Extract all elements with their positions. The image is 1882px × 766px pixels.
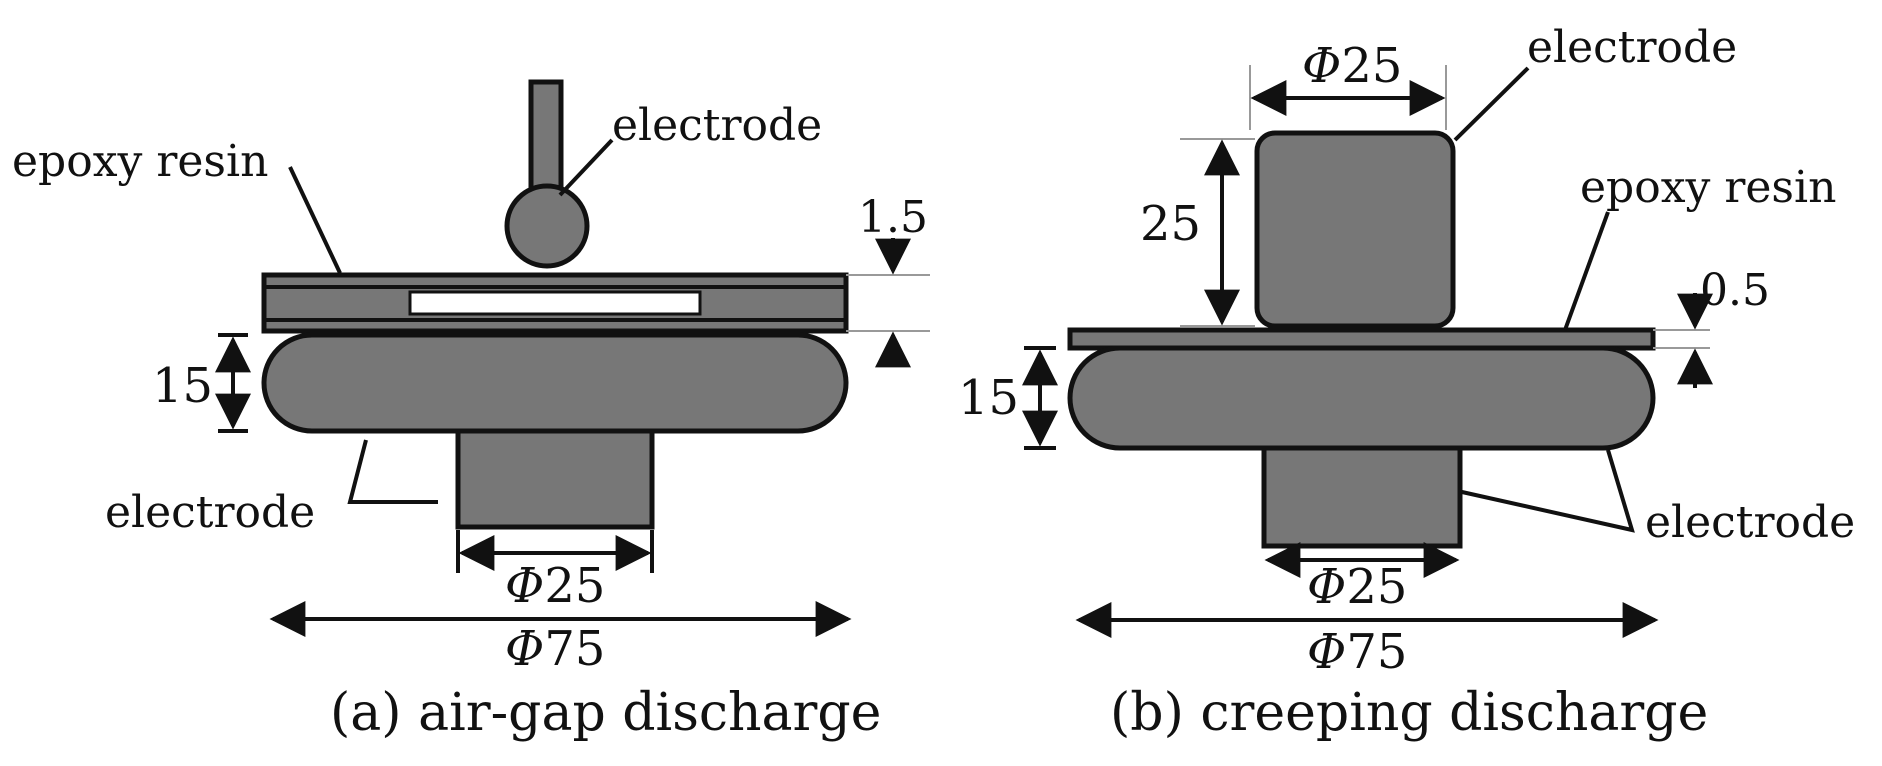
leader-electrode-top-a [558, 138, 614, 197]
leader-electrode-bottom-a [347, 439, 438, 504]
ball-electrode-a [504, 183, 590, 269]
dim-label-top-width-b: Φ25 [1302, 38, 1402, 94]
epoxy-plate-a [261, 272, 849, 334]
air-gap-a [408, 290, 702, 316]
caption-b: (b) creeping discharge [1110, 683, 1708, 743]
dim-label-height-a: 15 [152, 358, 213, 414]
stem-electrode-a [455, 428, 655, 530]
label-epoxy-a: epoxy resin [12, 136, 268, 187]
dim-label-height-b: 15 [958, 370, 1019, 426]
rod-electrode-a [528, 79, 564, 195]
epoxy-sheet-b [1067, 327, 1656, 351]
leader-electrode-bottom-b [1461, 449, 1635, 533]
dim-label-large-b: Φ75 [1307, 624, 1407, 680]
panel-b: electrode Φ25 25 epoxy resin 0.5 15 elec… [958, 22, 1855, 743]
dim-label-small-a: Φ25 [505, 558, 605, 614]
leader-epoxy-a [288, 166, 342, 274]
label-electrode-bottom-a: electrode [105, 487, 315, 538]
panel-a: epoxy resin electrode electrode 1.5 15 Φ… [12, 79, 930, 743]
dim-large-value-a: 75 [544, 621, 605, 677]
disc-electrode-a [261, 332, 849, 434]
dim-large-value-b: 75 [1346, 624, 1407, 680]
phi-glyph: Φ [1307, 624, 1346, 680]
dim-label-thickness-b: 0.5 [1700, 265, 1770, 316]
label-epoxy-b: epoxy resin [1580, 162, 1836, 213]
phi-glyph: Φ [505, 621, 544, 677]
label-electrode-top-a: electrode [612, 100, 822, 151]
disc-electrode-b [1067, 345, 1656, 451]
label-electrode-top-b: electrode [1527, 22, 1737, 73]
phi-glyph: Φ [505, 558, 544, 614]
label-electrode-bottom-b: electrode [1645, 497, 1855, 548]
dim-small-value-b: 25 [1346, 559, 1407, 615]
dim-label-large-a: Φ75 [505, 621, 605, 677]
dim-small-value-a: 25 [544, 558, 605, 614]
dim-label-top-height-b: 25 [1140, 196, 1201, 252]
dim-label-thickness-a: 1.5 [858, 192, 928, 243]
block-electrode-b [1254, 130, 1456, 329]
dim-label-small-b: Φ25 [1307, 559, 1407, 615]
leader-electrode-top-b [1453, 66, 1530, 142]
phi-glyph: Φ [1302, 38, 1341, 94]
dim-top-width-value-b: 25 [1341, 38, 1402, 94]
leader-epoxy-b [1563, 211, 1610, 331]
caption-a: (a) air-gap discharge [330, 683, 881, 743]
stem-electrode-b [1261, 445, 1463, 549]
phi-glyph: Φ [1307, 559, 1346, 615]
